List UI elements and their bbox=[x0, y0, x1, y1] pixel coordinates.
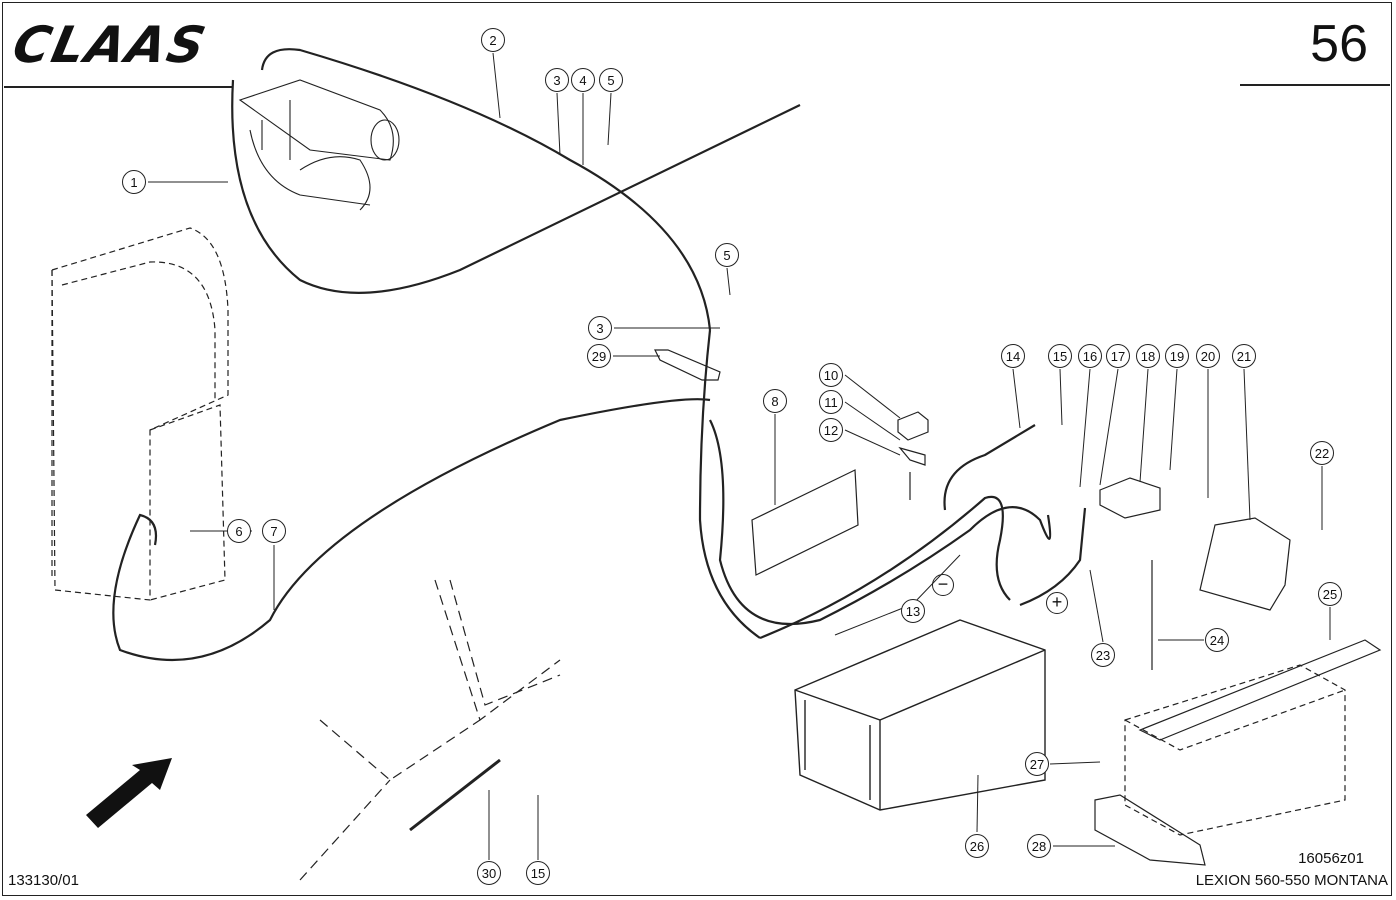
callout-22: 20 bbox=[1196, 344, 1220, 368]
model-name: LEXION 560-550 MONTANA bbox=[1195, 872, 1388, 889]
bracket-28 bbox=[1094, 794, 1206, 866]
callout-28: 26 bbox=[965, 834, 989, 858]
leader-lines bbox=[148, 52, 1331, 860]
minus-symbol: − bbox=[932, 574, 954, 596]
doc-ref: 133130/01 bbox=[8, 872, 79, 889]
callout-20: 18 bbox=[1136, 344, 1160, 368]
callout-14: 12 bbox=[819, 418, 843, 442]
callout-27: 25 bbox=[1318, 582, 1342, 606]
direction-arrow bbox=[86, 758, 172, 828]
strap-30 bbox=[409, 758, 501, 832]
callout-13: 11 bbox=[819, 390, 843, 414]
callout-24: 22 bbox=[1310, 441, 1334, 465]
battery-26 bbox=[794, 619, 1046, 811]
callout-26: 24 bbox=[1205, 628, 1229, 652]
page-number: 56 bbox=[1310, 15, 1368, 73]
block-10 bbox=[897, 411, 929, 441]
callout-1: 1 bbox=[122, 170, 146, 194]
cover-21 bbox=[1199, 517, 1291, 611]
callout-19: 17 bbox=[1106, 344, 1130, 368]
starter-motor bbox=[238, 79, 400, 211]
callout-6: 5 bbox=[715, 243, 739, 267]
callout-29: 27 bbox=[1025, 752, 1049, 776]
relay-18 bbox=[1099, 477, 1161, 519]
strap-25 bbox=[1138, 639, 1382, 741]
chassis-lines bbox=[299, 579, 561, 881]
clip-12 bbox=[898, 446, 926, 466]
callout-12: 10 bbox=[819, 363, 843, 387]
callout-11: 8 bbox=[763, 389, 787, 413]
callout-2: 2 bbox=[481, 28, 505, 52]
callout-21: 19 bbox=[1165, 344, 1189, 368]
callout-16: 14 bbox=[1001, 344, 1025, 368]
callout-4: 4 bbox=[571, 68, 595, 92]
header-rule-left bbox=[4, 86, 232, 88]
callout-15: 13 bbox=[901, 599, 925, 623]
frame-panel-left bbox=[51, 227, 229, 601]
battery-25 bbox=[1124, 664, 1346, 836]
figure-ref: 16056z01 bbox=[1298, 850, 1364, 867]
plate-8 bbox=[751, 469, 859, 576]
callout-31: 30 bbox=[477, 861, 501, 885]
callout-23: 21 bbox=[1232, 344, 1256, 368]
callout-9: 6 bbox=[227, 519, 251, 543]
callout-25: 23 bbox=[1091, 643, 1115, 667]
callout-5: 5 bbox=[599, 68, 623, 92]
bracket-29 bbox=[654, 349, 721, 381]
callout-30: 28 bbox=[1027, 834, 1051, 858]
plus-symbol: + bbox=[1046, 592, 1068, 614]
callout-7: 3 bbox=[588, 316, 612, 340]
callout-17: 15 bbox=[1048, 344, 1072, 368]
header-rule-right bbox=[1240, 84, 1390, 86]
callout-10: 7 bbox=[262, 519, 286, 543]
callout-8: 29 bbox=[587, 344, 611, 368]
cables bbox=[112, 48, 1087, 662]
callout-32: 15 bbox=[526, 861, 550, 885]
callout-3: 3 bbox=[545, 68, 569, 92]
callout-18: 16 bbox=[1078, 344, 1102, 368]
